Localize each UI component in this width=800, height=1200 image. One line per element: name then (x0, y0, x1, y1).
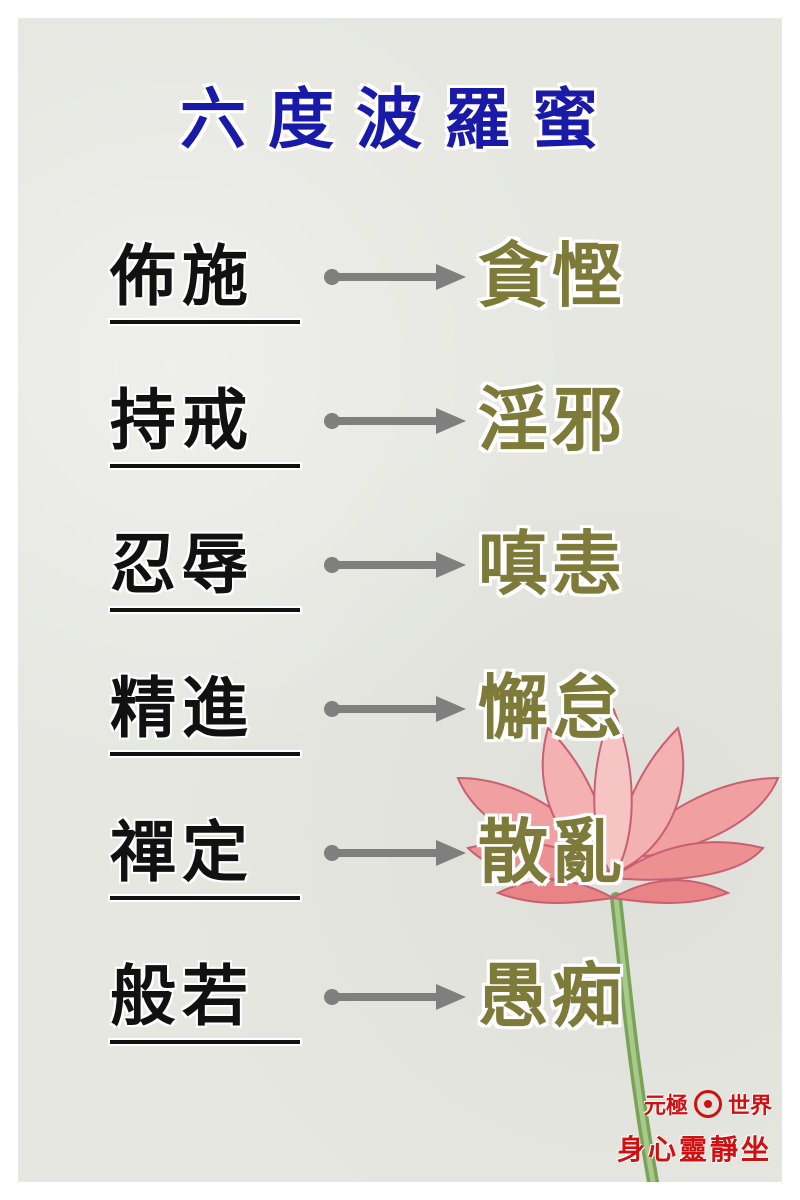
page-title: 六度波羅蜜 (180, 80, 620, 158)
lotus-flower-illustration (456, 708, 780, 1182)
virtue-label: 持戒 (110, 381, 254, 459)
virtue-underline (110, 752, 300, 756)
stamp-text-right: 世界 (727, 1093, 772, 1119)
circle-dot-icon (693, 1090, 722, 1118)
arrow-right-icon (324, 552, 466, 578)
vice-label: 嗔恚 (478, 523, 626, 605)
vice-label: 淫邪 (478, 379, 626, 461)
arrow-right-icon (324, 408, 466, 434)
brand-stamp: 元極 世界 身心靈靜坐 (617, 1088, 772, 1168)
virtue-underline (110, 608, 300, 612)
paramita-row: 持戒 淫邪 (18, 380, 782, 490)
virtue-label: 忍辱 (110, 525, 254, 603)
stamp-subtitle: 身心靈靜坐 (616, 1133, 772, 1166)
virtue-underline (110, 1040, 300, 1044)
vice-label: 愚痴 (478, 955, 626, 1037)
vice-label: 散亂 (478, 811, 626, 893)
vice-label: 懈怠 (478, 667, 626, 749)
poster: 六度波羅蜜 佈施 貪慳 持戒 淫邪 忍辱 (18, 18, 782, 1182)
paramita-row: 佈施 貪慳 (18, 236, 782, 346)
paramita-row: 精進 懈怠 (18, 668, 782, 778)
virtue-underline (110, 464, 300, 468)
arrow-right-icon (324, 264, 466, 290)
virtue-underline (110, 320, 300, 324)
paramita-row: 般若 愚痴 (18, 956, 782, 1066)
stamp-text-left: 元極 (643, 1093, 688, 1119)
virtue-label: 精進 (110, 669, 254, 747)
paramita-row: 忍辱 嗔恚 (18, 524, 782, 634)
arrow-right-icon (324, 696, 466, 722)
virtue-label: 禪定 (110, 813, 254, 891)
arrow-right-icon (324, 840, 466, 866)
virtue-label: 般若 (110, 957, 254, 1035)
virtue-label: 佈施 (110, 237, 254, 315)
paramita-row: 禪定 散亂 (18, 812, 782, 922)
vice-label: 貪慳 (478, 235, 626, 317)
virtue-underline (110, 896, 300, 900)
arrow-right-icon (324, 984, 466, 1010)
